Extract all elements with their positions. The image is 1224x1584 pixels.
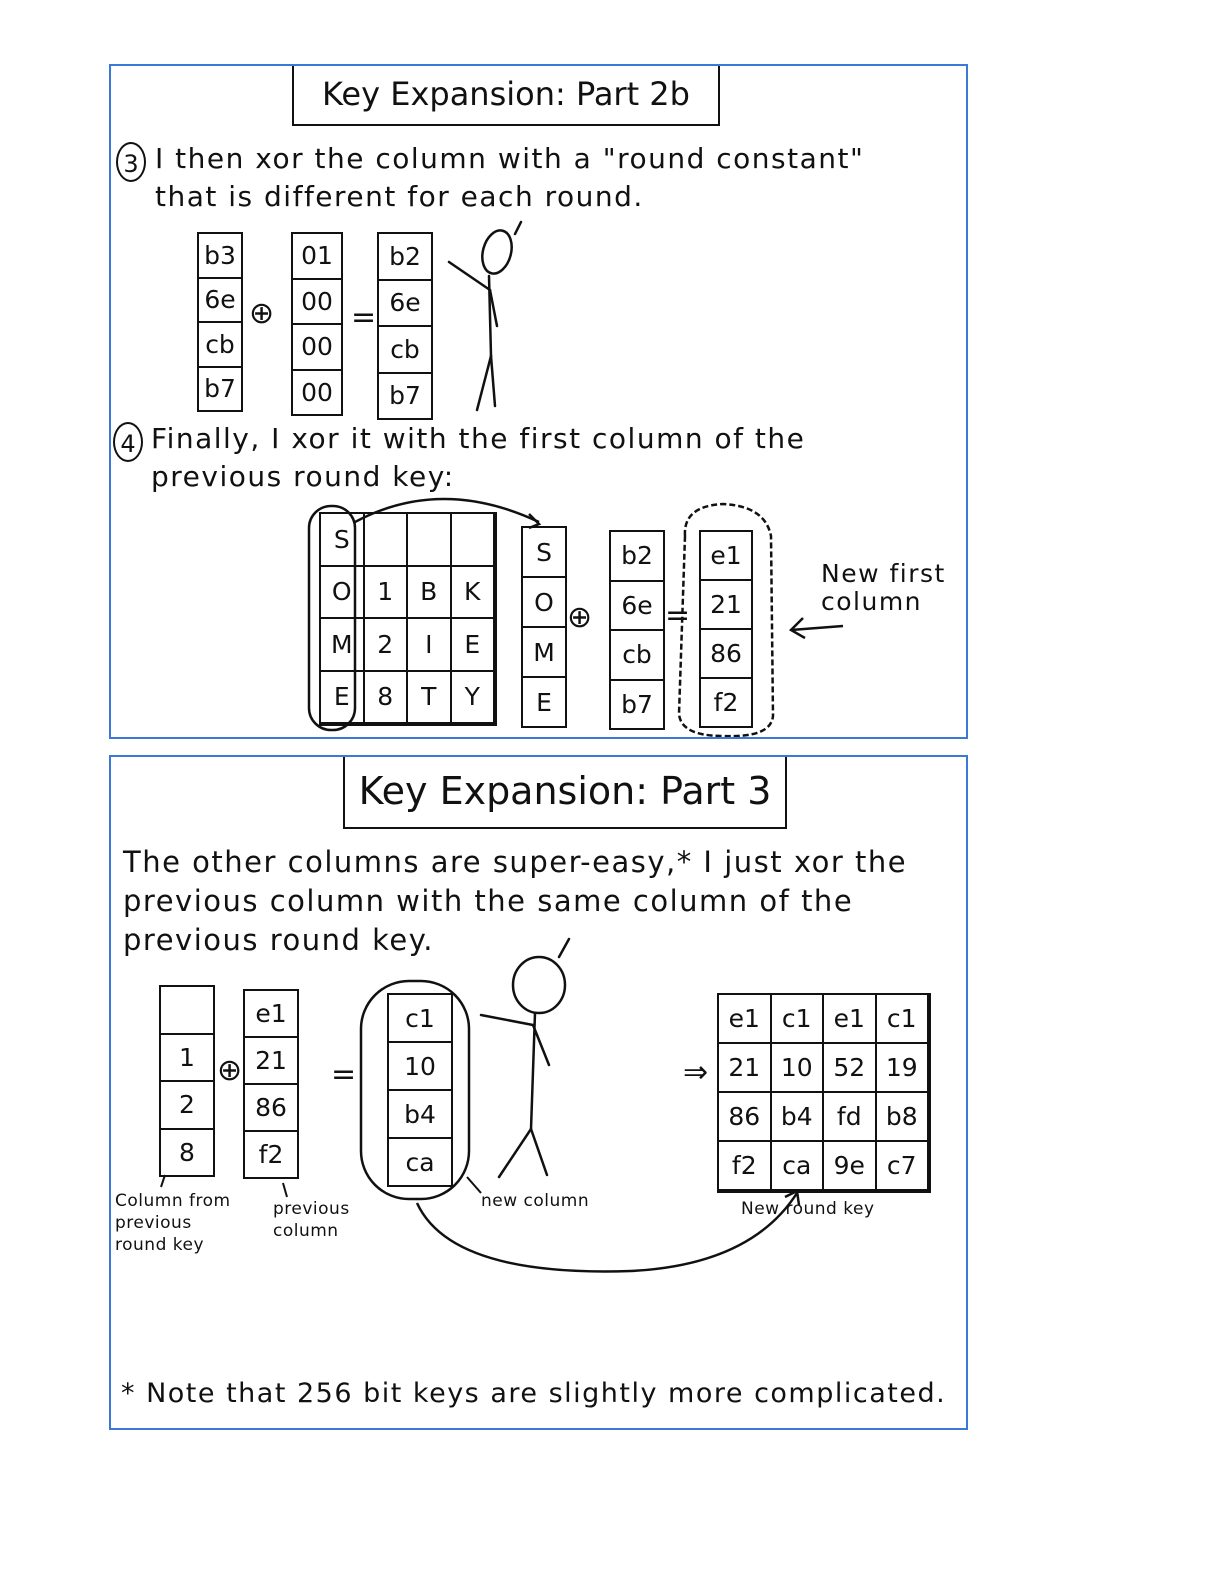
- curved-arrowhead: [785, 1191, 799, 1205]
- new-first-arrow: [791, 626, 843, 630]
- col-from-pointer: [161, 1175, 165, 1187]
- new-column-pointer: [467, 1177, 481, 1193]
- new-column-highlight: [679, 504, 773, 736]
- panel-key-expansion-3: Key Expansion: Part 3 The other columns …: [109, 755, 968, 1430]
- prev-col-pointer: [283, 1183, 287, 1197]
- stick-figure: [449, 222, 521, 410]
- first-column-highlight: [309, 506, 355, 730]
- panel1-drawing-layer: [111, 66, 968, 739]
- stick-figure: [481, 939, 569, 1177]
- copy-arrow: [355, 499, 539, 522]
- panel-key-expansion-2b: Key Expansion: Part 2b 3 I then xor the …: [109, 64, 968, 739]
- panel2-drawing-layer: [111, 757, 968, 1430]
- curved-arrow: [417, 1193, 797, 1271]
- new-column-highlight: [361, 981, 469, 1199]
